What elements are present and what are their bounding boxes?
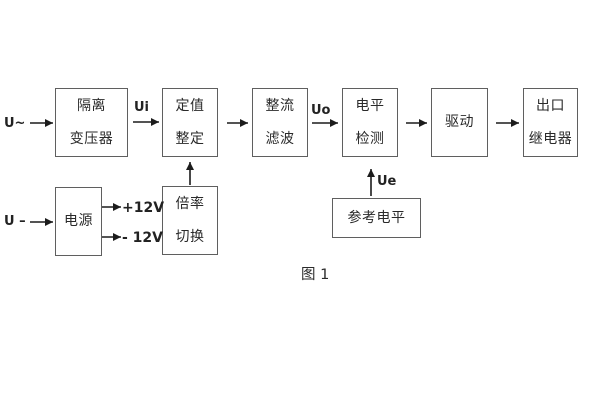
label-ac-input: U~ xyxy=(4,116,26,131)
block-power-supply: 电源 xyxy=(55,187,102,256)
label-ue: Ue xyxy=(377,174,397,189)
block-value-setting: 定值 整定 xyxy=(162,88,218,157)
block-output-relay: 出口 继电器 xyxy=(523,88,578,157)
label-dc-input: U – xyxy=(4,214,26,229)
label-uo: Uo xyxy=(311,103,331,118)
block-ratio-switch: 倍率 切换 xyxy=(162,186,218,255)
label-plus12v: +12V xyxy=(122,200,165,216)
block-reference-level: 参考电平 xyxy=(332,198,421,238)
block-isolation-transformer: 隔离 变压器 xyxy=(55,88,128,157)
label-ui: Ui xyxy=(134,100,150,115)
block-rectifier-filter: 整流 滤波 xyxy=(252,88,308,157)
block-level-detection: 电平 检测 xyxy=(342,88,398,157)
block-driver: 驱动 xyxy=(431,88,488,157)
label-minus12v: - 12V xyxy=(122,230,164,246)
figure-caption: 图 1 xyxy=(301,267,330,283)
